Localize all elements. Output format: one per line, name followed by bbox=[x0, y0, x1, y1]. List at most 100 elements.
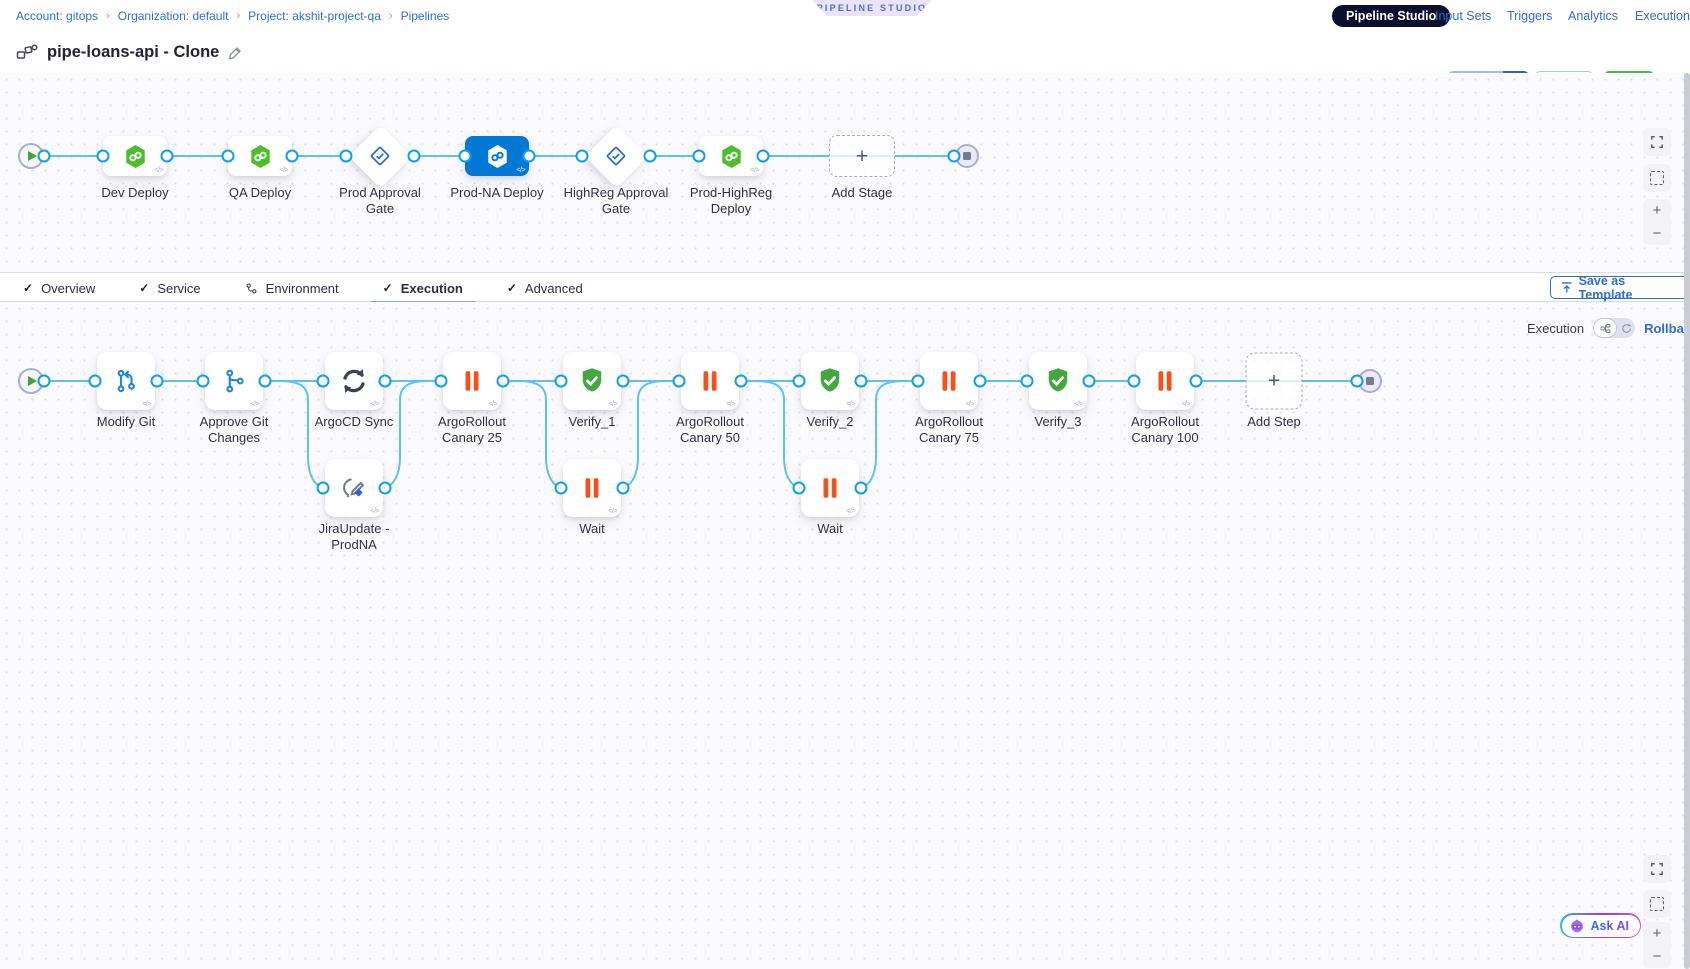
connector-port bbox=[1350, 374, 1364, 388]
zoom-in-button[interactable]: + bbox=[1652, 202, 1662, 219]
check-icon: ✓ bbox=[506, 281, 517, 295]
tab-service[interactable]: ✓ Service bbox=[139, 280, 201, 296]
ask-ai-button[interactable]: Ask AI bbox=[1560, 913, 1642, 938]
rollback-icon bbox=[1617, 323, 1635, 334]
stage-card-dev-deploy[interactable]: </> bbox=[103, 136, 167, 176]
title-bar: pipe-loans-api - Clone VISUAL YAML ✓ Val… bbox=[0, 32, 1690, 99]
step-card-jiraupdate-prodna[interactable]: </> bbox=[325, 459, 383, 517]
shield-check-icon bbox=[820, 368, 840, 392]
zoom-out-button[interactable]: − bbox=[1652, 948, 1662, 965]
stage-diamond-highreg-approval-gate[interactable] bbox=[583, 123, 649, 189]
nav-analytics[interactable]: Analytics bbox=[1568, 9, 1619, 23]
add-stage-label: Add Stage bbox=[831, 185, 893, 200]
stage-graph-canvas[interactable]: </> </> bbox=[0, 73, 1690, 272]
code-badge: </> bbox=[965, 401, 974, 408]
connector-port bbox=[1020, 374, 1034, 388]
breadcrumb-organization[interactable]: Organization: default bbox=[117, 9, 229, 23]
step-label: Wait bbox=[579, 521, 605, 536]
plus-icon: + bbox=[1267, 369, 1281, 393]
step-label: ArgoRollout Canary 100 bbox=[1131, 414, 1199, 446]
sync-icon bbox=[343, 368, 365, 394]
step-card-argorollout-canary-100[interactable]: </> bbox=[1136, 352, 1194, 410]
nav-input-sets[interactable]: Input Sets bbox=[1435, 9, 1492, 23]
connector-port bbox=[458, 149, 472, 163]
add-step-button[interactable]: + bbox=[1245, 352, 1303, 410]
step-label: Modify Git bbox=[96, 414, 156, 429]
step-label: JiraUpdate - ProdNA bbox=[318, 521, 390, 553]
step-card-verify-3[interactable]: </> bbox=[1029, 352, 1087, 410]
tab-advanced[interactable]: ✓ Advanced bbox=[506, 280, 583, 296]
connector-port bbox=[792, 481, 806, 495]
tab-environment[interactable]: Environment bbox=[245, 281, 339, 296]
step-label: ArgoRollout Canary 25 bbox=[438, 414, 506, 446]
step-card-verify-1[interactable]: </> bbox=[563, 352, 621, 410]
step-label: Verify_2 bbox=[806, 414, 854, 429]
stage-card-prod-highreg-deploy[interactable]: </> bbox=[699, 136, 763, 176]
nav-pipeline-studio[interactable]: Pipeline Studio bbox=[1332, 5, 1451, 27]
code-badge: </> bbox=[608, 508, 617, 515]
connector-port bbox=[973, 374, 987, 388]
nav-execution-history[interactable]: Execution Hi bbox=[1635, 9, 1690, 23]
step-card-argocd-sync[interactable]: </> bbox=[325, 352, 383, 410]
tab-overview[interactable]: ✓ Overview bbox=[23, 280, 96, 296]
execution-graph-canvas[interactable]: Execution Rollback bbox=[0, 302, 1690, 969]
connector-port bbox=[160, 149, 174, 163]
play-icon bbox=[28, 151, 37, 161]
gitops-icon bbox=[721, 144, 741, 168]
zoom-in-button[interactable]: + bbox=[1652, 925, 1662, 942]
tab-execution[interactable]: ✓ Execution bbox=[369, 280, 477, 304]
stage-label: HighReg Approval Gate bbox=[563, 185, 669, 217]
step-card-wait-2[interactable]: </> bbox=[801, 459, 859, 517]
stop-icon bbox=[1366, 377, 1374, 385]
stage-card-prod-na-deploy[interactable]: </> bbox=[465, 136, 529, 176]
play-icon bbox=[28, 376, 37, 386]
breadcrumb-project[interactable]: Project: akshit-project-qa bbox=[248, 9, 381, 23]
step-card-approve-git-changes[interactable]: </> bbox=[205, 352, 263, 410]
save-as-template-button[interactable]: Save as Template bbox=[1550, 274, 1690, 302]
fit-to-view-button[interactable] bbox=[1643, 890, 1671, 918]
execution-rollback-toggle[interactable] bbox=[1593, 318, 1636, 338]
step-card-argorollout-canary-75[interactable]: </> bbox=[920, 352, 978, 410]
fit-view-icon bbox=[1650, 897, 1664, 911]
zoom-out-button[interactable]: − bbox=[1652, 225, 1662, 242]
connector-port bbox=[378, 481, 392, 495]
step-card-modify-git[interactable]: </> bbox=[97, 352, 155, 410]
code-badge: </> bbox=[370, 401, 379, 408]
fit-to-view-button[interactable] bbox=[1643, 164, 1671, 192]
add-stage-button[interactable]: + bbox=[829, 135, 895, 177]
stage-diamond-prod-approval-gate[interactable] bbox=[347, 123, 413, 189]
nav-triggers[interactable]: Triggers bbox=[1507, 9, 1553, 23]
code-badge: </> bbox=[154, 167, 163, 174]
step-card-verify-2[interactable]: </> bbox=[801, 352, 859, 410]
vertical-scrollbar[interactable] bbox=[1684, 73, 1690, 969]
connector-port bbox=[1127, 374, 1141, 388]
code-badge: </> bbox=[846, 508, 855, 515]
code-badge: </> bbox=[279, 167, 288, 174]
step-card-argorollout-canary-50[interactable]: </> bbox=[681, 352, 739, 410]
git-commit-icon bbox=[117, 369, 135, 393]
stage-label: Dev Deploy bbox=[101, 185, 169, 200]
connector-port bbox=[434, 374, 448, 388]
zoom-controls: + − bbox=[1643, 199, 1671, 245]
step-card-argorollout-canary-25[interactable]: </> bbox=[443, 352, 501, 410]
step-card-wait-1[interactable]: </> bbox=[563, 459, 621, 517]
breadcrumb-pipelines[interactable]: Pipelines bbox=[400, 9, 450, 23]
code-badge: </> bbox=[1181, 401, 1190, 408]
fullscreen-button[interactable] bbox=[1643, 855, 1671, 883]
code-badge: </> bbox=[516, 167, 525, 174]
breadcrumb-separator: › bbox=[388, 10, 393, 22]
breadcrumb-account[interactable]: Account: gitops bbox=[16, 9, 99, 23]
breadcrumb-separator: › bbox=[106, 10, 110, 22]
edit-title-icon[interactable] bbox=[228, 45, 243, 60]
fullscreen-button[interactable] bbox=[1643, 128, 1671, 156]
connector-port bbox=[407, 149, 421, 163]
pause-icon bbox=[703, 371, 717, 391]
connector-port bbox=[378, 374, 392, 388]
plus-icon: + bbox=[855, 144, 869, 168]
connector-port bbox=[196, 374, 210, 388]
rollback-link[interactable]: Rollback bbox=[1644, 320, 1690, 336]
stage-label: Prod-NA Deploy bbox=[450, 185, 544, 200]
stage-card-qa-deploy[interactable]: </> bbox=[228, 136, 292, 176]
template-upload-icon bbox=[1561, 282, 1572, 293]
